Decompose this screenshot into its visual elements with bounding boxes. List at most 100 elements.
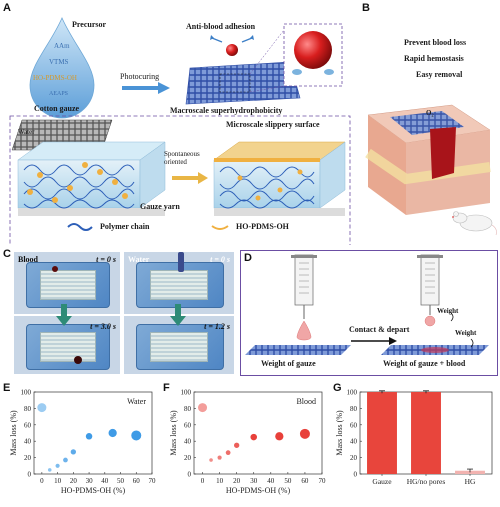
frame2-time: t = 0 s — [210, 255, 230, 264]
blood-drop-left — [296, 320, 312, 341]
weight-label-syringe: Weight — [437, 307, 459, 315]
frame-blood-3s: t = 3.0 s — [14, 316, 120, 374]
zoom-box-left — [219, 73, 251, 93]
y-tick-label: 20 — [24, 454, 32, 462]
monomer-vtms: VTMS — [49, 58, 69, 66]
blood-droplet — [226, 44, 238, 56]
data-point — [37, 403, 47, 413]
y-tick-label: 20 — [184, 454, 192, 462]
photocuring-label: Photocuring — [120, 72, 160, 81]
feature-easy-removal: Easy removal — [416, 70, 463, 79]
x-tick-label: 30 — [86, 477, 94, 485]
pdms-right — [237, 169, 303, 201]
skin-wound-illustration: O₂ — [365, 104, 497, 236]
panel-letter-a: A — [3, 2, 11, 14]
precursor-drop — [29, 17, 95, 119]
x-tick-label: 50 — [117, 477, 125, 485]
panel-c: C Blood t = 0 s Water t = 0 s t = 3.0 s … — [0, 248, 240, 376]
x-tick-label: 20 — [233, 477, 241, 485]
precursor-label: Precursor — [72, 20, 107, 29]
data-point — [225, 450, 231, 456]
x-tick-label: HG — [465, 477, 476, 486]
data-point — [198, 403, 208, 413]
y-axis-label: Mass loss (%) — [9, 410, 18, 456]
panel-letter-e: E — [3, 382, 11, 394]
anti-blood-adhesion-label: Anti-blood adhesion — [186, 22, 256, 31]
plot-frame — [33, 391, 153, 475]
pdms-left — [27, 162, 128, 203]
legend-polymer-label: Polymer chain — [100, 222, 150, 231]
x-tick-label: 70 — [149, 477, 157, 485]
macro-label: Macroscale superhydrophobicity — [170, 106, 283, 115]
micro-label: Microscale slippery surface — [226, 120, 320, 129]
data-point — [234, 442, 240, 448]
x-axis-label: HO-PDMS-OH (%) — [61, 486, 126, 495]
cotton-gauze-label: Cotton gauze — [34, 104, 80, 113]
feature-prevent-blood-loss: Prevent blood loss — [404, 38, 467, 47]
treated-gauze — [185, 61, 301, 105]
wound — [430, 127, 456, 179]
bar — [367, 392, 397, 474]
y-axis-label: Mass loss (%) — [169, 410, 178, 456]
legend-polymer-glyph — [67, 223, 93, 231]
syringe-left — [291, 254, 317, 319]
x-tick-label: 40 — [267, 477, 275, 485]
y-tick-label: 60 — [350, 421, 358, 429]
data-point — [70, 449, 77, 455]
data-point — [275, 432, 284, 441]
data-point — [85, 433, 93, 440]
y-tick-label: 40 — [350, 438, 358, 446]
y-tick-label: 0 — [354, 471, 358, 479]
syringe-right — [417, 254, 443, 315]
y-tick-label: 40 — [24, 438, 32, 446]
frame3-time: t = 3.0 s — [90, 322, 116, 331]
y-tick-label: 60 — [184, 421, 192, 429]
contact-depart-label: Contact & depart — [349, 325, 410, 334]
chart-title: Water — [127, 397, 146, 406]
frame-water-1-2s: t = 1.2 s — [124, 316, 234, 374]
y-tick-label: 80 — [350, 405, 358, 413]
data-point — [108, 428, 117, 438]
frame-blood-0s: Blood t = 0 s — [14, 252, 120, 314]
x-tick-label: 40 — [101, 477, 109, 485]
panel-letter-b: B — [362, 2, 370, 14]
panel-letter-g: G — [333, 382, 342, 394]
o2-label: O₂ — [426, 109, 434, 117]
x-tick-label: 0 — [201, 477, 205, 485]
y-tick-label: 20 — [350, 454, 358, 462]
x-tick-label: 50 — [284, 477, 292, 485]
syringe-schematic — [245, 254, 489, 355]
chart-title: Blood — [296, 397, 316, 406]
panel-d: D Weight Weight Contact & depart Weight … — [240, 250, 498, 376]
panel-a: A — [0, 0, 360, 245]
weight-of-gauze-caption: Weight of gauze — [261, 359, 316, 368]
data-point — [55, 463, 60, 468]
x-tick-label: 60 — [133, 477, 141, 485]
legend-pdms-label: HO-PDMS-OH — [236, 222, 289, 231]
x-axis-label: HO-PDMS-OH (%) — [226, 486, 291, 495]
bar — [411, 392, 441, 474]
legend-pdms-glyph — [211, 225, 229, 230]
data-point — [63, 457, 68, 463]
blood-drop-right — [424, 315, 436, 327]
data-point — [217, 455, 222, 460]
x-tick-label: Gauze — [372, 477, 392, 486]
y-tick-label: 100 — [347, 389, 358, 397]
rat-icon — [452, 211, 497, 236]
frame2-liquid: Water — [128, 255, 150, 264]
polymer-chains-left — [23, 164, 135, 209]
y-tick-label: 80 — [24, 405, 32, 413]
frame-water-0s: Water t = 0 s — [124, 252, 234, 314]
monomer-aeaps: AEAPS — [49, 91, 69, 97]
micro-box — [9, 115, 351, 245]
x-tick-label: 10 — [216, 477, 224, 485]
plot-frame — [193, 391, 323, 475]
panel-letter-c: C — [3, 248, 11, 260]
y-axis-label: Mass loss (%) — [335, 410, 344, 456]
frame1-liquid: Blood — [18, 255, 39, 264]
panel-letter-d: D — [244, 252, 252, 264]
x-tick-label: 70 — [319, 477, 327, 485]
data-point — [131, 430, 142, 441]
